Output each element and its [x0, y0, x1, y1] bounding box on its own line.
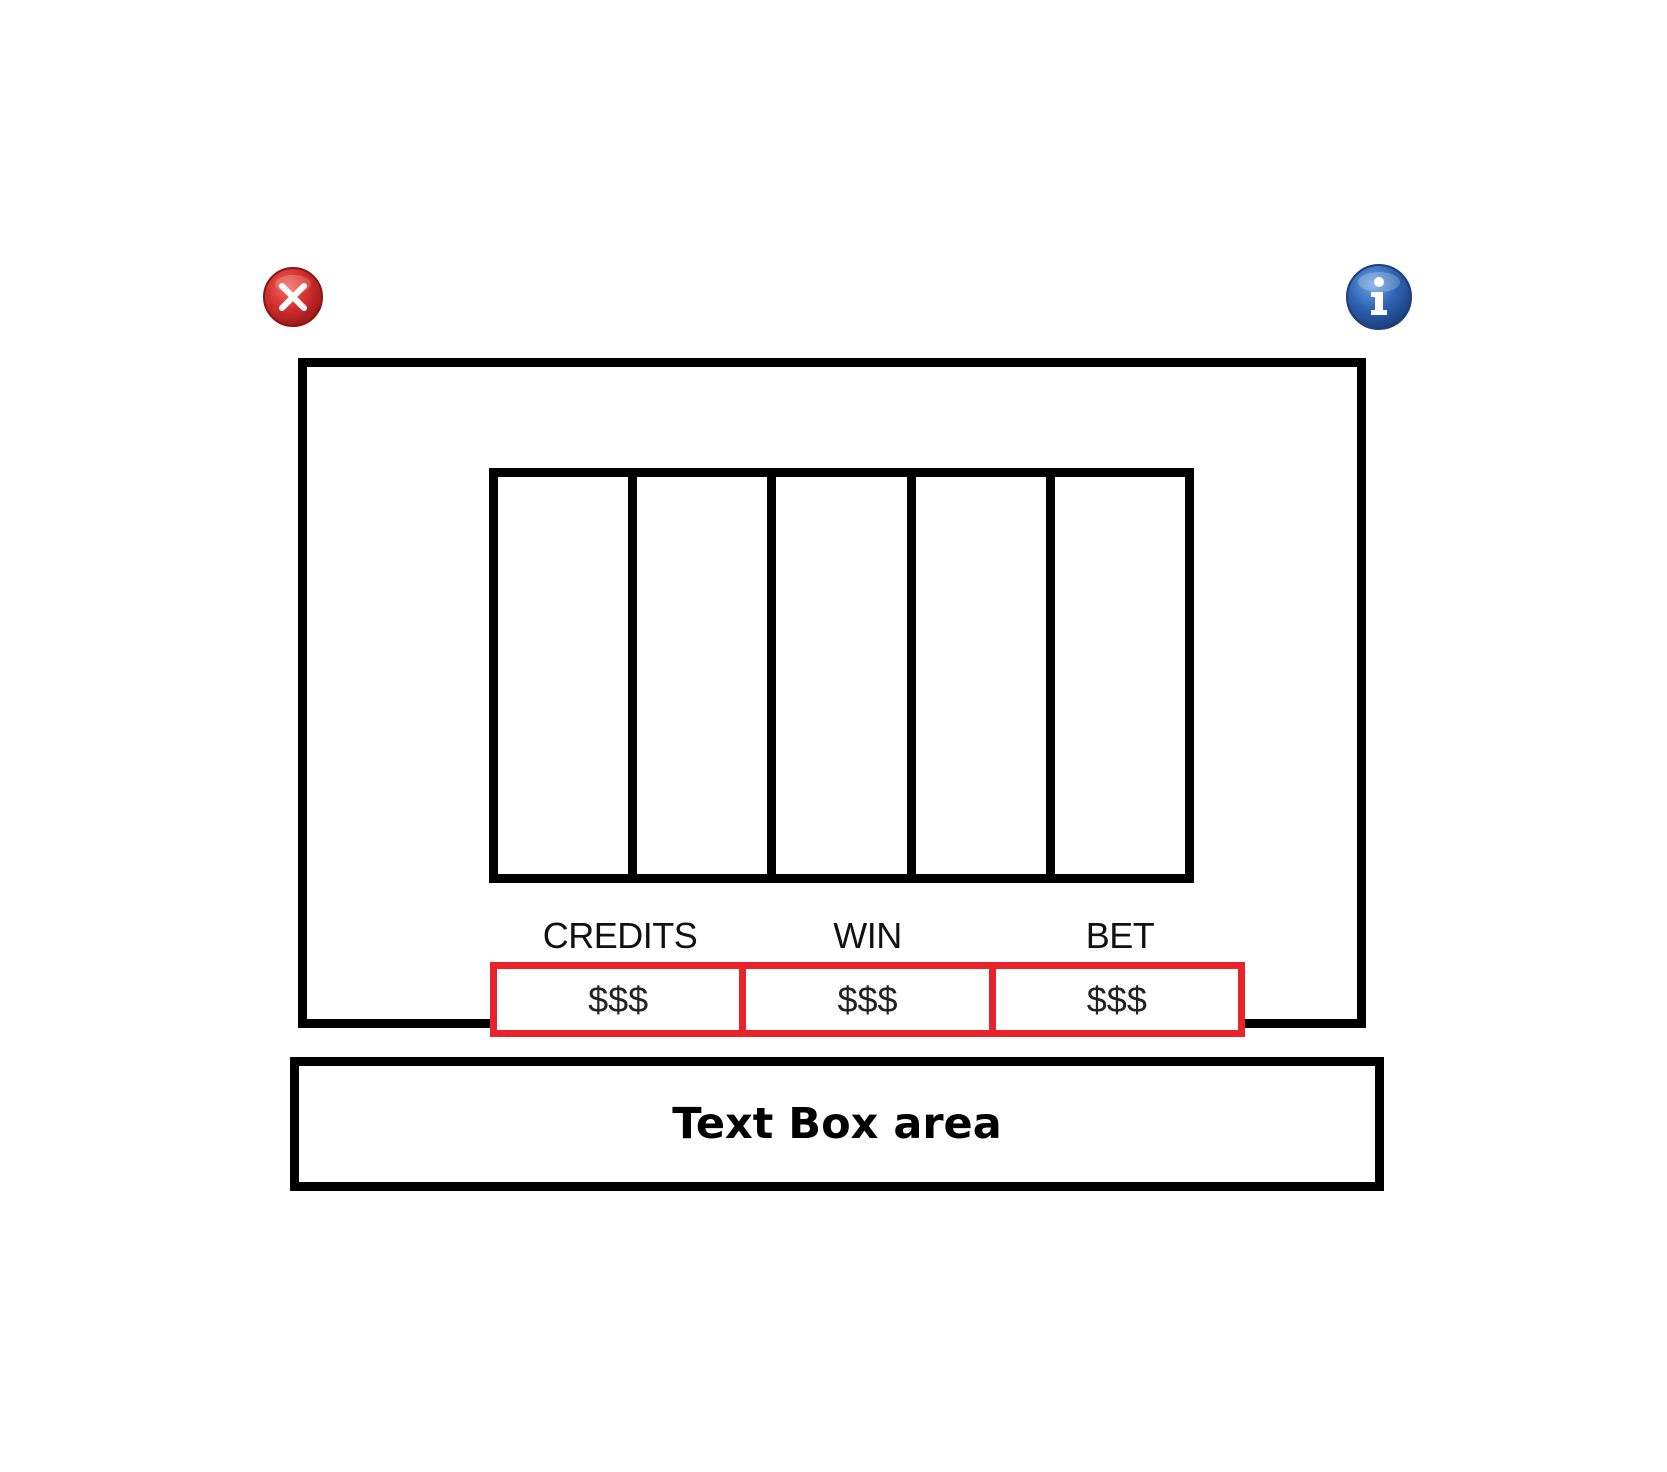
meters-bar: $$$ $$$ $$$ — [490, 962, 1245, 1037]
bet-label: BET — [1085, 915, 1155, 956]
reels-window — [489, 468, 1194, 883]
win-label: WIN — [833, 915, 902, 956]
reel-3 — [767, 477, 906, 874]
bet-value: $$$ — [988, 969, 1238, 1030]
info-button[interactable] — [1345, 263, 1413, 331]
close-button[interactable] — [262, 266, 324, 328]
credits-label: CREDITS — [542, 915, 698, 956]
text-box-label: Text Box area — [672, 1099, 1002, 1149]
reel-4 — [906, 477, 1046, 874]
reel-1 — [498, 477, 628, 874]
close-icon — [263, 267, 323, 327]
info-icon — [1346, 264, 1412, 330]
text-box-area: Text Box area — [290, 1057, 1384, 1191]
credits-value: $$$ — [588, 978, 649, 1020]
reel-2 — [628, 477, 767, 874]
win-value: $$$ — [739, 969, 988, 1030]
reel-5 — [1045, 477, 1185, 874]
